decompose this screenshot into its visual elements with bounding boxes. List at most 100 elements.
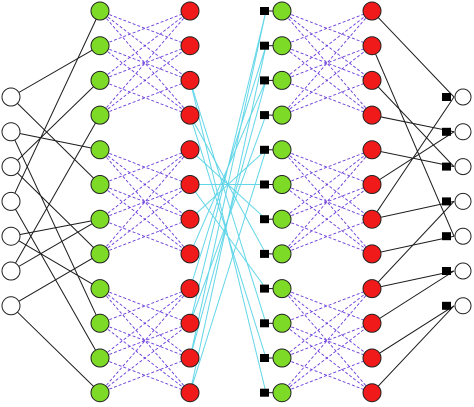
input-edge-12 (10, 305, 101, 394)
input-edge-13 (10, 253, 101, 307)
right-red-node-9 (362, 313, 382, 333)
right-output-node-5 (454, 262, 472, 280)
right-dashed-edge-10-8 (281, 288, 373, 359)
left-red-node-9 (180, 313, 200, 333)
left-dashed-edge-4-5 (99, 149, 191, 185)
right-dashed-edge-6-7 (281, 218, 373, 255)
left-dashed-edge-9-8 (99, 288, 191, 324)
left-red-node-10 (180, 348, 200, 368)
output-edge-11 (371, 305, 455, 394)
left-input-node-3 (1, 191, 21, 211)
left-green-node-10 (90, 348, 110, 368)
output-edge-1 (371, 45, 455, 237)
right-green-node-8 (272, 279, 292, 299)
left-green-node-7 (90, 244, 110, 264)
right-output-square-4 (442, 232, 451, 241)
cross-edge-14 (189, 45, 267, 393)
left-dashed-edge-0-1 (99, 10, 191, 47)
left-dashed-edge-7-6 (99, 218, 191, 255)
right-red-node-8 (362, 279, 382, 299)
left-dashed-edge-3-1 (99, 45, 191, 116)
right-dashed-edge-5-4 (281, 149, 373, 185)
input-edge-0 (10, 45, 101, 98)
left-dashed-edge-0-3 (99, 10, 191, 116)
input-edge-6 (10, 10, 101, 202)
right-dashed-edge-8-11 (281, 288, 373, 393)
right-dashed-edge-2-1 (281, 45, 373, 81)
input-edge-10 (10, 114, 101, 272)
right-green-node-9 (272, 313, 292, 333)
right-output-node-2 (454, 158, 472, 176)
left-dashed-edge-8-11 (99, 288, 191, 393)
right-terminal-square-2 (260, 76, 269, 85)
right-dashed-edge-1-2 (281, 45, 373, 81)
left-dashed-edge-6-4 (99, 149, 191, 220)
right-output-node-1 (454, 123, 472, 141)
left-red-node-11 (180, 383, 200, 403)
right-dashed-edge-1-0 (281, 10, 373, 47)
right-dashed-edge-4-7 (281, 149, 373, 255)
left-input-node-2 (1, 157, 21, 177)
left-dashed-edge-8-9 (99, 288, 191, 324)
right-dashed-edge-3-0 (281, 10, 373, 116)
right-red-node-3 (362, 105, 382, 125)
left-dashed-edge-5-4 (99, 149, 191, 185)
right-terminal-square-7 (260, 249, 269, 258)
right-terminal-square-10 (260, 354, 269, 362)
right-green-node-0 (272, 1, 292, 21)
right-terminal-square-8 (260, 284, 269, 293)
right-dashed-edge-3-2 (281, 79, 373, 116)
input-edge-11 (10, 218, 101, 272)
left-dashed-edge-11-8 (99, 288, 191, 393)
left-red-node-1 (180, 36, 200, 56)
left-red-node-8 (180, 279, 200, 299)
right-output-node-0 (454, 88, 472, 106)
right-terminal-square-11 (260, 388, 269, 397)
right-dashed-edge-3-1 (281, 45, 373, 116)
cross-edge-11 (189, 10, 267, 324)
right-terminal-square-5 (260, 180, 269, 189)
right-dashed-edge-8-9 (281, 288, 373, 324)
left-input-node-4 (1, 226, 21, 246)
right-dashed-edge-10-11 (281, 357, 373, 394)
left-red-node-4 (180, 140, 200, 160)
right-red-node-0 (362, 1, 382, 21)
output-edge-9 (371, 270, 455, 324)
left-dashed-edge-1-0 (99, 10, 191, 47)
right-dashed-edge-11-9 (281, 322, 373, 394)
left-green-node-5 (90, 175, 110, 194)
left-input-node-5 (1, 261, 21, 281)
left-green-node-9 (90, 313, 110, 333)
right-dashed-edge-2-0 (281, 10, 373, 81)
right-output-square-2 (442, 162, 451, 171)
left-green-node-1 (90, 36, 110, 56)
left-red-node-5 (180, 175, 200, 194)
left-green-node-4 (90, 140, 110, 160)
right-green-node-10 (272, 348, 292, 368)
right-dashed-edge-7-5 (281, 184, 373, 255)
right-green-node-2 (272, 70, 292, 90)
right-dashed-edge-0-3 (281, 10, 373, 116)
output-edge-12 (371, 96, 455, 220)
left-dashed-edge-5-6 (99, 184, 191, 220)
output-edge-13 (371, 201, 455, 289)
left-dashed-edge-6-5 (99, 184, 191, 220)
input-edge-9 (10, 235, 101, 290)
left-dashed-edge-2-3 (99, 79, 191, 116)
right-dashed-edge-5-6 (281, 184, 373, 220)
right-output-square-5 (442, 267, 451, 275)
right-output-node-6 (454, 297, 472, 315)
right-terminal-square-0 (260, 7, 269, 15)
left-dashed-edge-2-1 (99, 45, 191, 81)
left-red-node-6 (180, 209, 200, 229)
right-terminal-square-3 (260, 111, 269, 120)
right-dashed-edge-10-9 (281, 322, 373, 359)
input-edge-2 (10, 131, 101, 151)
cross-edge-13 (189, 10, 267, 359)
right-dashed-edge-6-5 (281, 184, 373, 220)
right-terminal-square-6 (260, 215, 269, 224)
left-input-node-0 (1, 87, 21, 107)
left-dashed-edge-11-9 (99, 322, 191, 394)
right-red-node-6 (362, 209, 382, 229)
left-dashed-edge-3-2 (99, 79, 191, 116)
